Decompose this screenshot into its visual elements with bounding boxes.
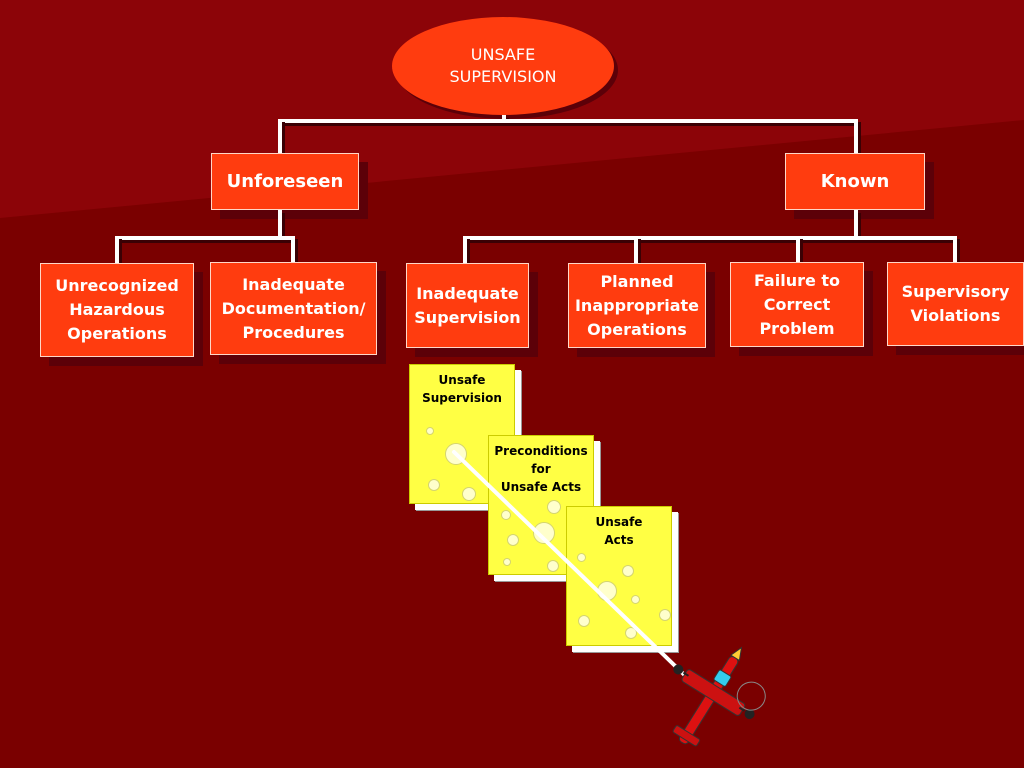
airplane-crash-icon xyxy=(672,646,766,747)
cheese-hole xyxy=(622,565,634,577)
cheese-hole xyxy=(659,609,671,621)
cheese-hole xyxy=(503,558,511,566)
connector-known-bar xyxy=(463,236,957,240)
cheese-hole xyxy=(577,553,586,562)
node-failure-to-correct-problem: Failure to Correct Problem xyxy=(730,262,864,347)
node-known: Known xyxy=(785,153,925,210)
cheese-slice-label: Preconditions for Unsafe Acts xyxy=(494,444,588,494)
connector-unforeseen-stem xyxy=(278,210,282,238)
connector-leaf3-drop xyxy=(463,236,467,263)
node-unrecognized-hazardous-operations: Unrecognized Hazardous Operations xyxy=(40,263,194,357)
connector-unforeseen-bar xyxy=(115,236,295,240)
cheese-hole xyxy=(533,522,555,544)
accident-trajectory-line xyxy=(452,450,702,692)
connector-level1-bar xyxy=(278,119,858,123)
connector-known-stem xyxy=(854,210,858,238)
cheese-hole xyxy=(507,534,519,546)
cheese-hole xyxy=(547,500,561,514)
connector-leaf6-drop xyxy=(953,236,957,262)
cheese-hole xyxy=(631,595,640,604)
root-node-unsafe-supervision: UNSAFE SUPERVISION xyxy=(392,17,614,115)
connector-leaf5-drop xyxy=(796,236,800,262)
node-inadequate-supervision: Inadequate Supervision xyxy=(406,263,529,348)
cheese-hole xyxy=(547,560,559,572)
cheese-hole xyxy=(501,510,511,520)
cheese-slice-label: Unsafe Acts xyxy=(595,515,643,547)
connector-leaf2-drop xyxy=(291,236,295,262)
cheese-hole xyxy=(426,427,434,435)
node-inadequate-documentation-procedures: Inadequate Documentation/ Procedures xyxy=(210,262,377,355)
connector-unforeseen-drop xyxy=(278,119,282,154)
connector-known-drop xyxy=(854,119,858,154)
cheese-hole xyxy=(428,479,440,491)
cheese-hole xyxy=(578,615,590,627)
cheese-slice-label: Unsafe Supervision xyxy=(422,373,502,405)
node-planned-inappropriate-operations: Planned Inappropriate Operations xyxy=(568,263,706,348)
node-unforeseen: Unforeseen xyxy=(211,153,359,210)
cheese-hole xyxy=(625,627,637,639)
connector-leaf1-drop xyxy=(115,236,119,263)
connector-leaf4-drop xyxy=(634,236,638,263)
cheese-hole xyxy=(462,487,476,501)
